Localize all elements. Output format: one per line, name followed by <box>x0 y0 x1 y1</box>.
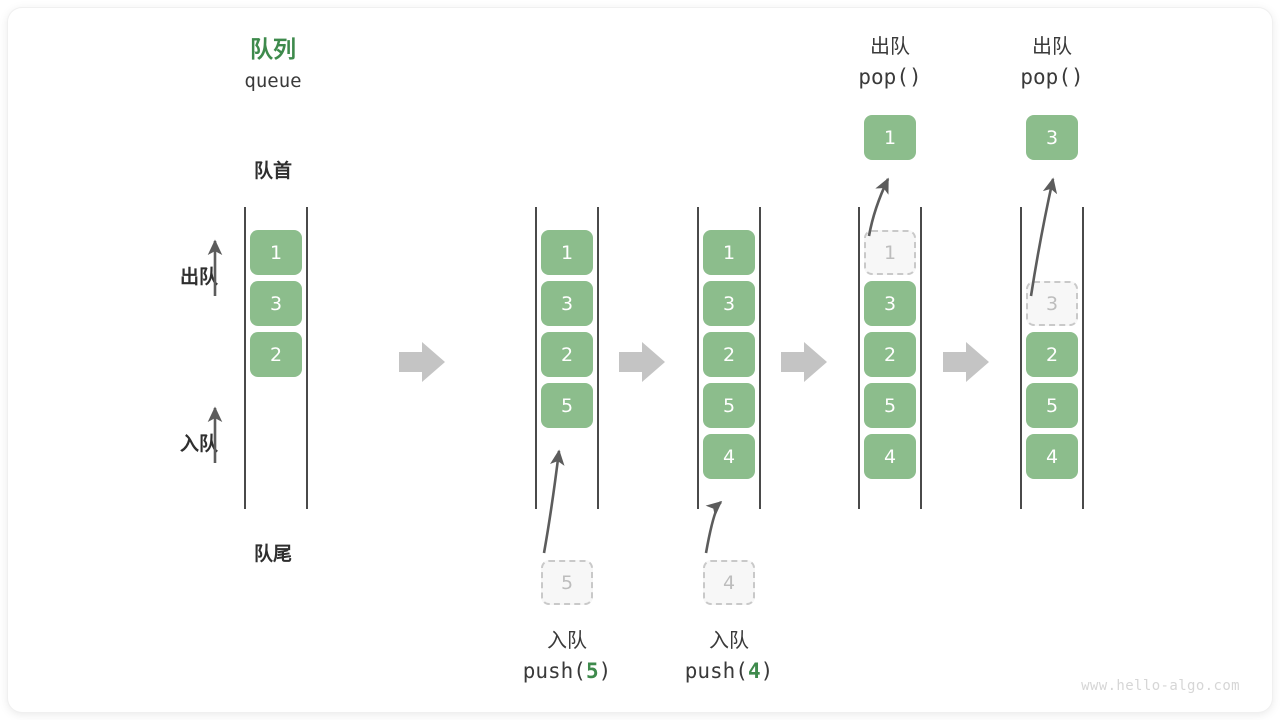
diagram-card: 队列 queue 队首 队尾 出队 入队 1 3 2 1 3 2 5 <box>8 8 1272 712</box>
dequeue-side-label: 出队 <box>179 266 218 288</box>
queue-cell: 5 <box>864 383 916 428</box>
rail-right <box>759 207 761 509</box>
cell-stack: 1 3 2 <box>250 230 302 383</box>
step-label-code: pop() <box>858 65 922 89</box>
incoming-element: 4 <box>703 560 755 605</box>
cell-stack: 1 3 2 5 4 <box>703 230 755 485</box>
queue-cell-ghost: 1 <box>864 230 916 275</box>
queue-column-push-4: 1 3 2 5 4 4 入队 push(4) <box>669 8 789 712</box>
rail-left <box>535 207 537 509</box>
step-label-cn: 入队 <box>547 628 587 652</box>
code-post: ) <box>760 659 774 683</box>
queue-cell: 5 <box>541 383 593 428</box>
queue-cell: 3 <box>250 281 302 326</box>
cell-stack: 1 3 2 5 <box>541 230 593 434</box>
queue-cell: 1 <box>541 230 593 275</box>
queue-cell: 3 <box>703 281 755 326</box>
incoming-element: 5 <box>541 560 593 605</box>
rail-left <box>697 207 699 509</box>
queue-column-push-5: 1 3 2 5 5 入队 push(5) <box>507 8 627 712</box>
queue-cell: 2 <box>1026 332 1078 377</box>
rail-right <box>1082 207 1084 509</box>
queue-cell: 1 <box>250 230 302 275</box>
rail-left <box>858 207 860 509</box>
rail-right <box>597 207 599 509</box>
flow-arrow-1 <box>399 342 445 382</box>
popped-element: 1 <box>864 115 916 160</box>
rail-left <box>1020 207 1022 509</box>
popped-element: 3 <box>1026 115 1078 160</box>
queue-cell: 2 <box>541 332 593 377</box>
rail-left <box>244 207 246 509</box>
queue-cell: 4 <box>703 434 755 479</box>
cell-stack: 3 2 5 4 <box>1026 281 1078 485</box>
queue-cell: 2 <box>250 332 302 377</box>
step-label-code: push(5) <box>492 659 642 685</box>
queue-cell: 3 <box>864 281 916 326</box>
code-arg: 5 <box>585 659 599 683</box>
queue-cell: 4 <box>864 434 916 479</box>
rail-right <box>306 207 308 509</box>
queue-cell: 2 <box>864 332 916 377</box>
rear-label: 队尾 <box>253 543 292 565</box>
queue-cell: 5 <box>703 383 755 428</box>
code-post: ) <box>598 659 612 683</box>
enqueue-side-label: 入队 <box>179 433 218 455</box>
step-label-code: push(4) <box>654 659 804 685</box>
queue-cell: 4 <box>1026 434 1078 479</box>
code-pre: push( <box>522 659 586 683</box>
step-label-cn: 入队 <box>709 628 749 652</box>
rail-right <box>920 207 922 509</box>
queue-column-initial: 1 3 2 <box>216 8 336 712</box>
code-pre: push( <box>684 659 748 683</box>
step-label-cn: 出队 <box>1032 34 1072 58</box>
queue-cell: 2 <box>703 332 755 377</box>
queue-cell-ghost: 3 <box>1026 281 1078 326</box>
queue-title-en: queue <box>244 70 302 92</box>
queue-column-pop-3: 出队 pop() 3 3 2 5 4 <box>992 8 1112 712</box>
queue-cell: 3 <box>541 281 593 326</box>
queue-cell: 1 <box>703 230 755 275</box>
cell-stack: 1 3 2 5 4 <box>864 230 916 485</box>
step-label-code: pop() <box>1020 65 1084 89</box>
queue-title-cn: 队列 <box>250 37 296 63</box>
step-label-cn: 出队 <box>870 34 910 58</box>
queue-cell: 5 <box>1026 383 1078 428</box>
watermark: www.hello-algo.com <box>1081 678 1240 694</box>
front-label: 队首 <box>253 160 292 182</box>
queue-column-pop-1: 出队 pop() 1 1 3 2 5 4 <box>830 8 950 712</box>
code-arg: 4 <box>747 659 761 683</box>
